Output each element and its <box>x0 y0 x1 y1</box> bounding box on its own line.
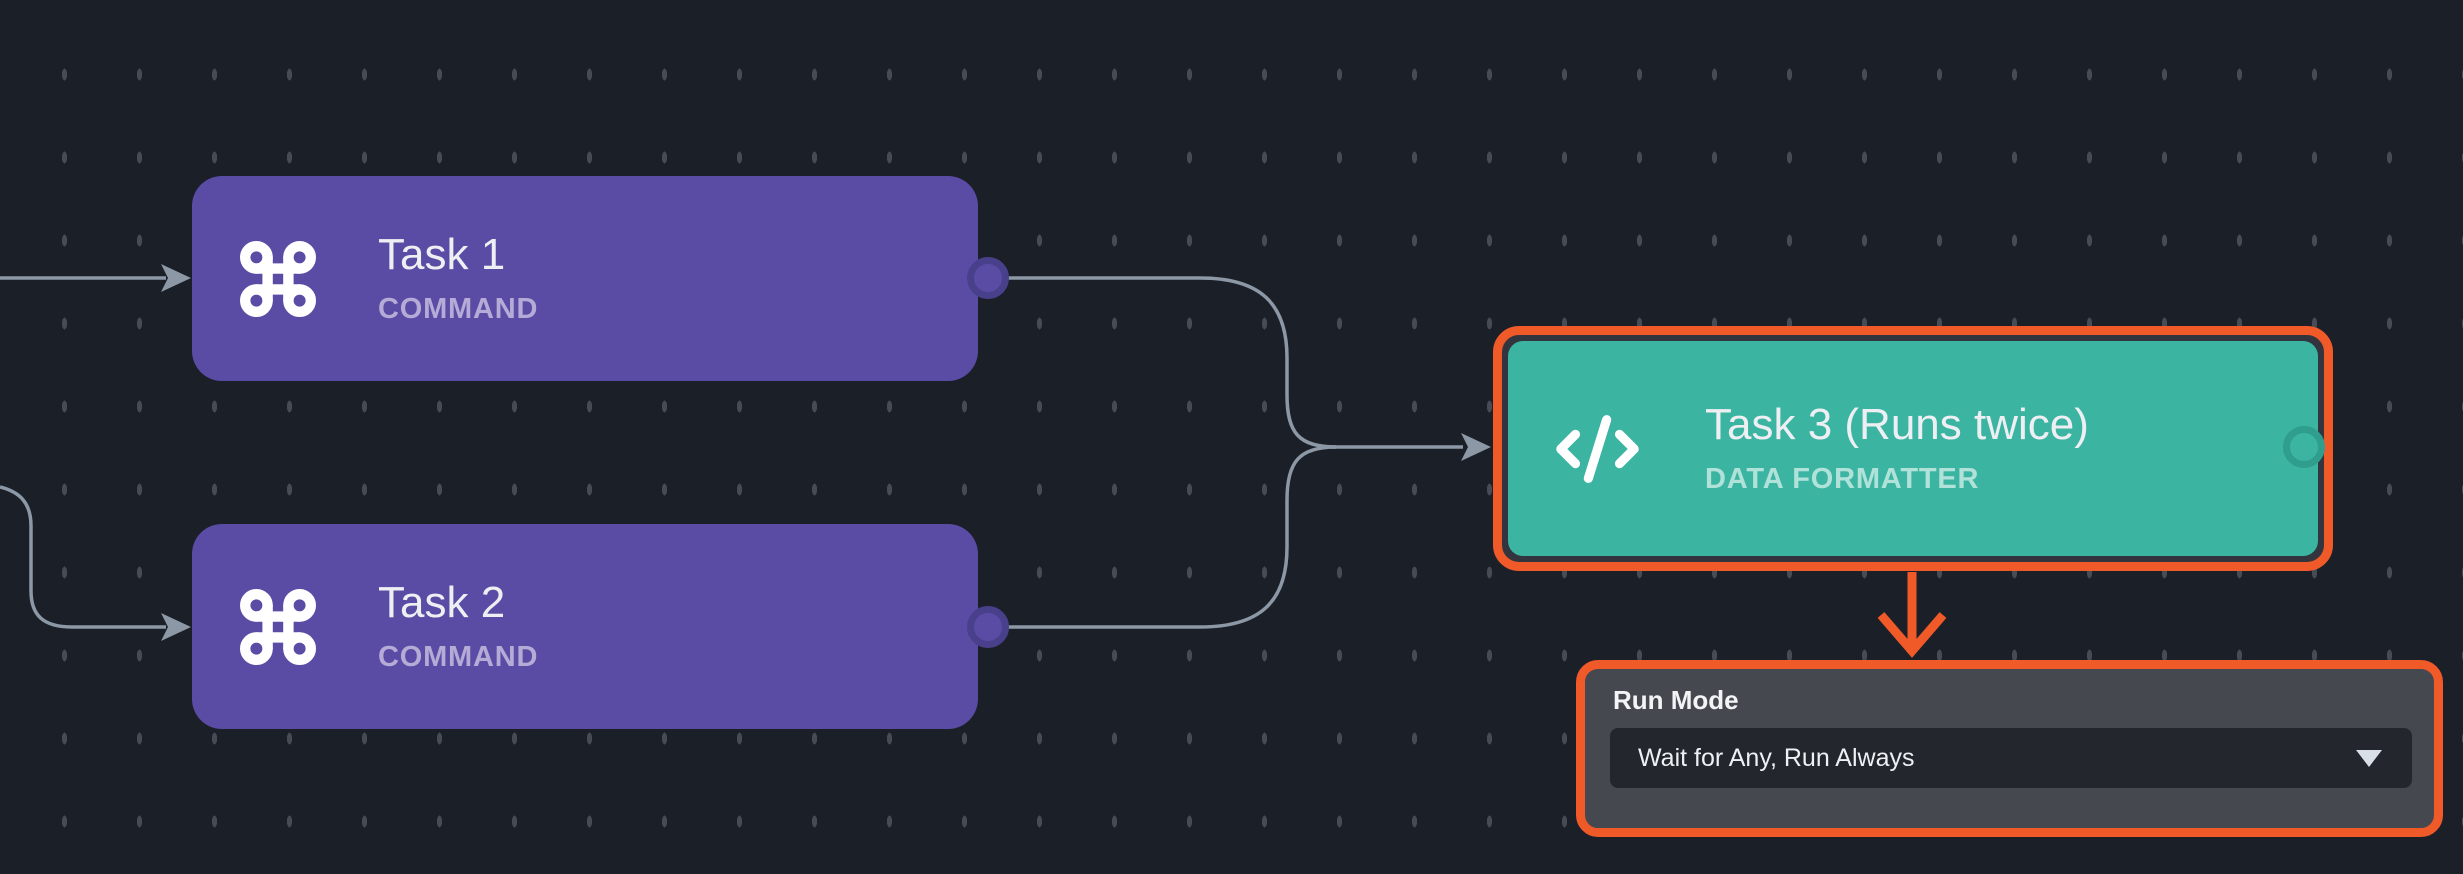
node-title: Task 2 <box>378 577 506 627</box>
node-subtitle: COMMAND <box>378 293 539 326</box>
code-icon <box>1550 405 1645 493</box>
command-icon <box>238 239 318 319</box>
node-task2[interactable]: Task 2 COMMAND <box>192 524 978 729</box>
node-task1[interactable]: Task 1 COMMAND <box>192 176 978 381</box>
node-task3-selection-outline: Task 3 (Runs twice) DATA FORMATTER <box>1493 326 2333 571</box>
run-mode-dropdown[interactable]: Wait for Any, Run Always <box>1610 728 2412 788</box>
edge-task1-to-task3[interactable] <box>1005 276 1337 449</box>
arrowhead-task1-input-icon <box>161 264 191 292</box>
node-subtitle: COMMAND <box>378 641 539 674</box>
run-mode-panel: Run Mode Wait for Any, Run Always <box>1576 660 2443 837</box>
node-title: Task 3 (Runs twice) <box>1705 399 2089 449</box>
dropdown-caret-icon <box>2356 750 2382 767</box>
edge-left-to-task2[interactable] <box>0 485 166 629</box>
edge-task2-to-task3[interactable] <box>1005 445 1337 629</box>
node-subtitle: DATA FORMATTER <box>1705 463 1980 496</box>
command-icon <box>238 587 318 667</box>
run-mode-dropdown-value: Wait for Any, Run Always <box>1638 744 1915 772</box>
arrowhead-task2-input-icon <box>161 613 191 641</box>
node-task3[interactable]: Task 3 (Runs twice) DATA FORMATTER <box>1508 341 2318 556</box>
run-mode-label: Run Mode <box>1613 685 1739 715</box>
arrowhead-task3-input-icon <box>1461 433 1491 461</box>
node-title: Task 1 <box>378 229 506 279</box>
